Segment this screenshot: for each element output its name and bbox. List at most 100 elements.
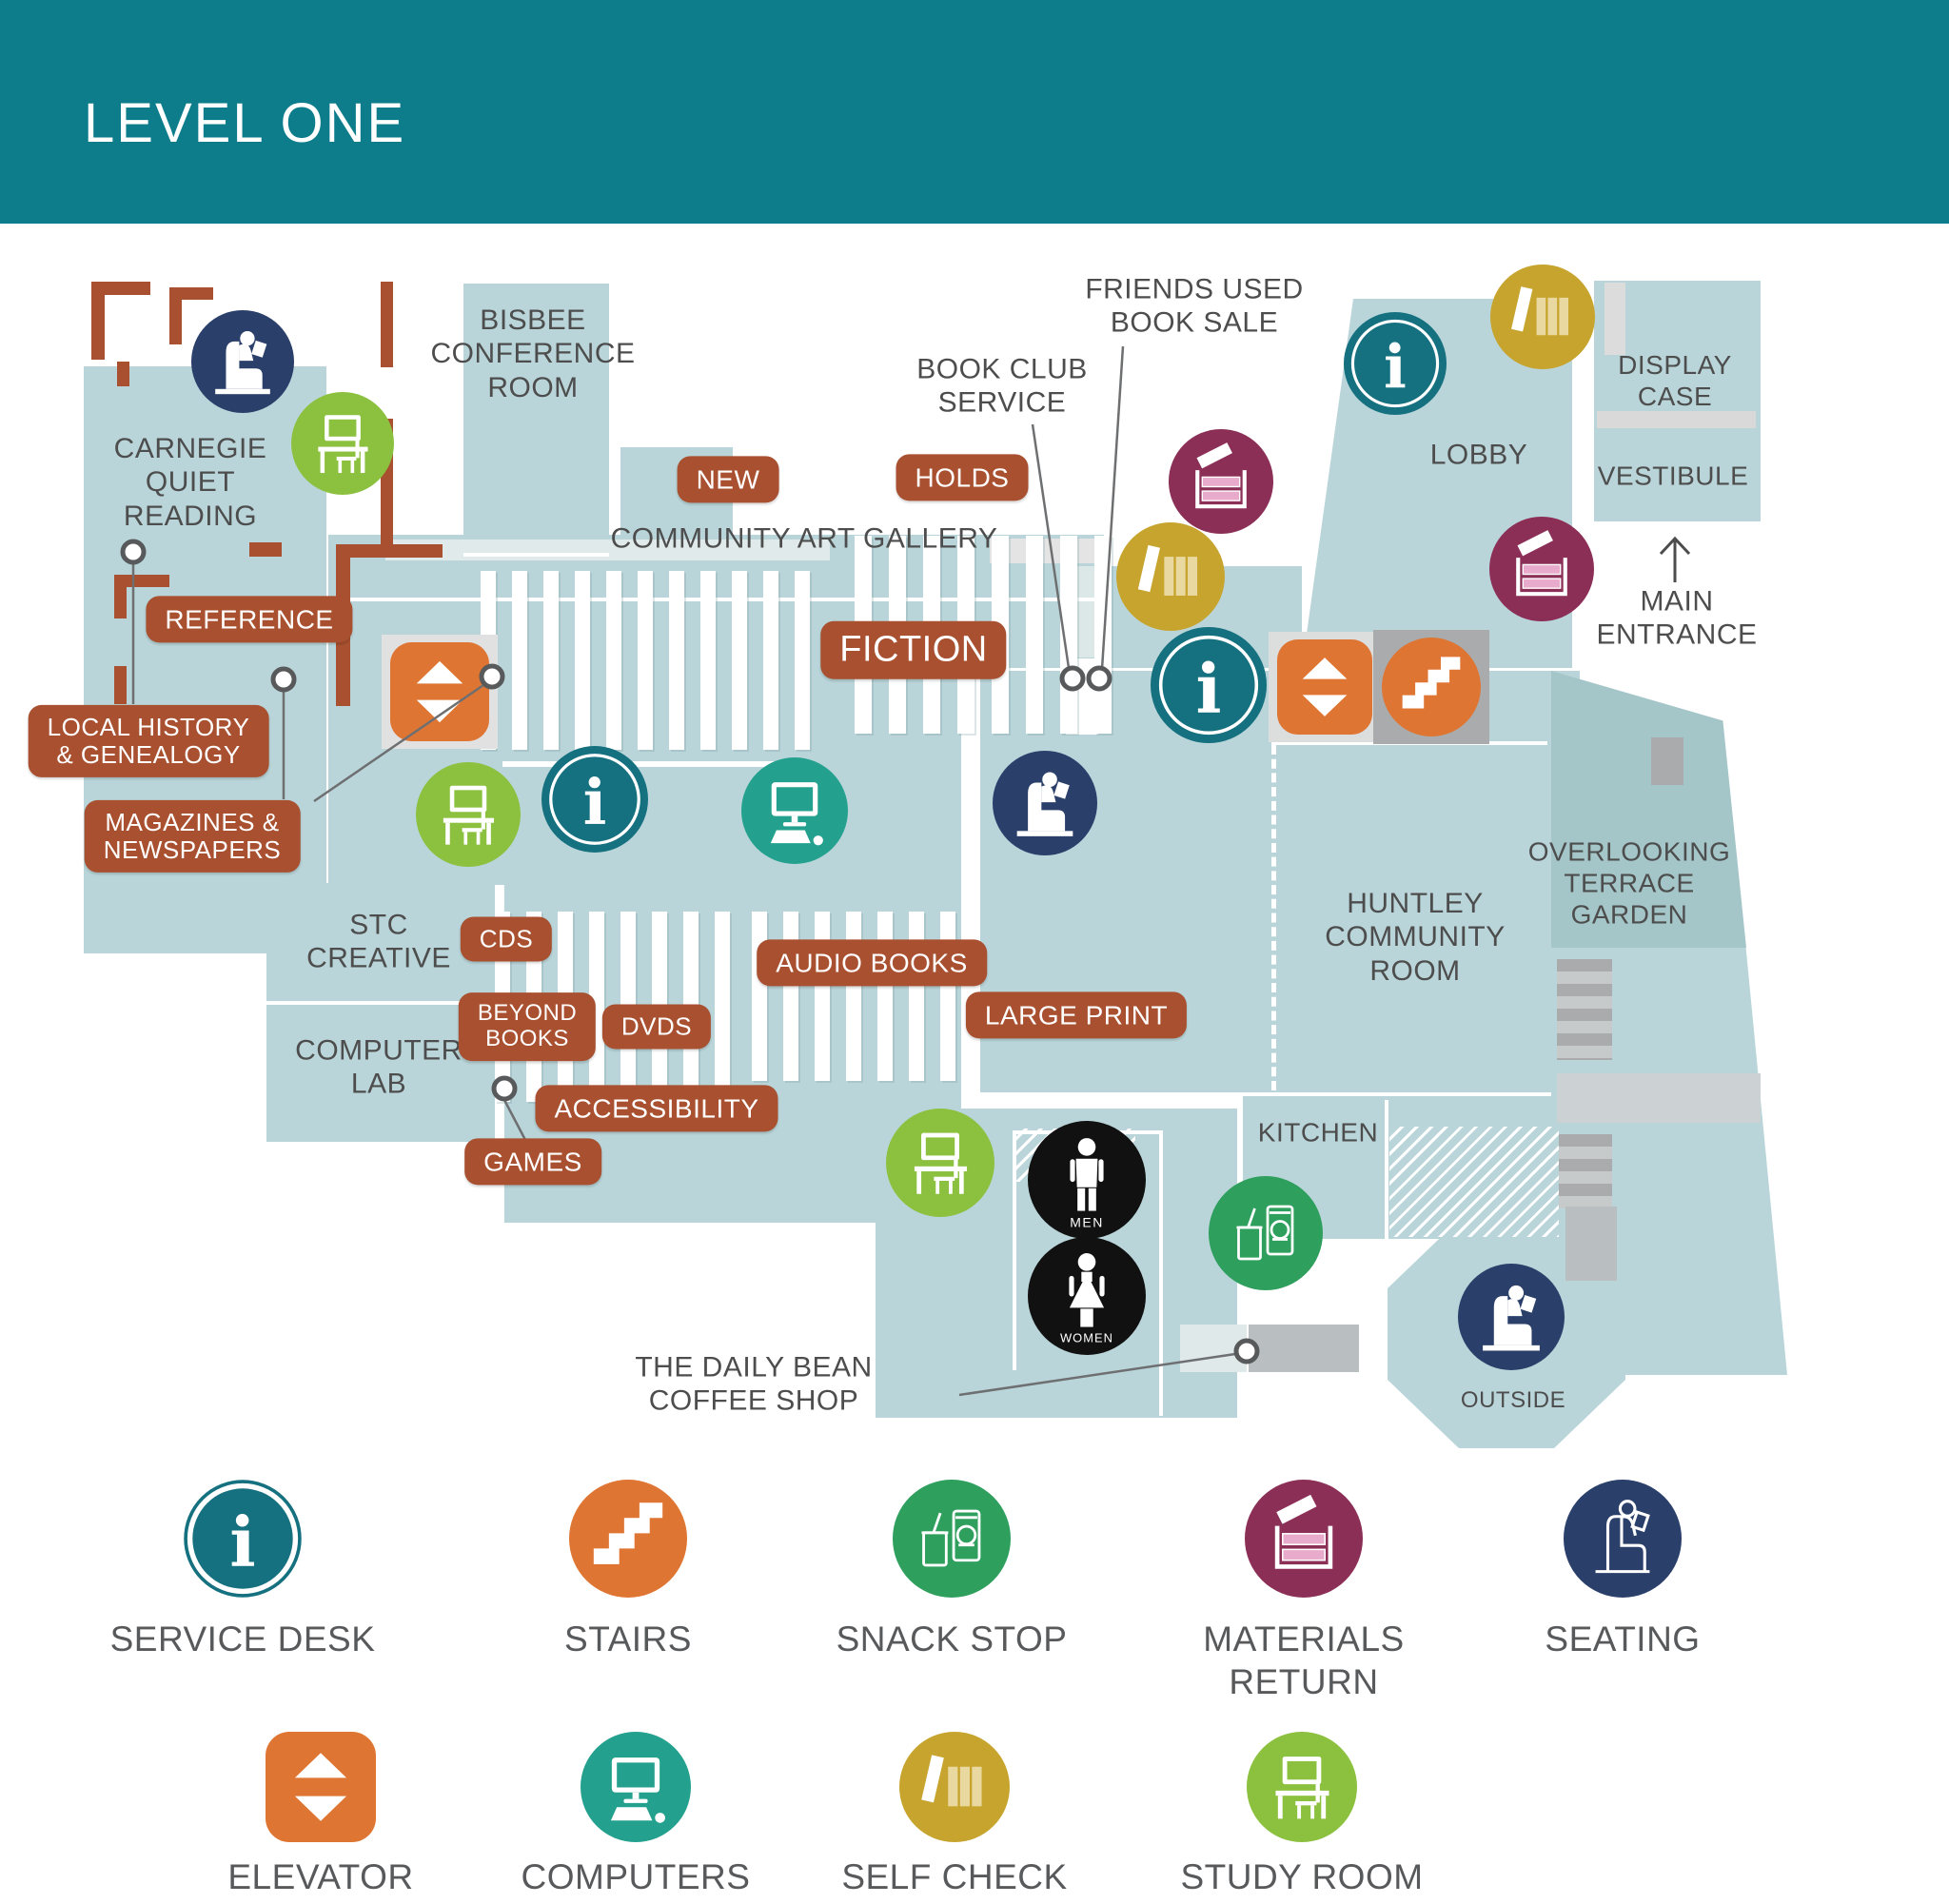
svg-text:i: i [1384, 331, 1407, 402]
legend-snack-stop-icon [893, 1480, 1011, 1598]
page-title: LEVEL ONE [84, 92, 406, 154]
shelf-underline [502, 761, 807, 767]
collection-label-reference: REFERENCE [146, 596, 353, 643]
collection-label-dvds: DVDS [601, 1004, 712, 1050]
legend-label-self-check: SELF CHECK [841, 1857, 1068, 1896]
room-label-community-art-gallery: COMMUNITY ART GALLERY [610, 522, 998, 555]
study-room-icon [886, 1109, 994, 1217]
svg-text:i: i [229, 1502, 255, 1583]
bookshelf-range [606, 571, 621, 750]
legend-label-seating: SEATING [1545, 1619, 1701, 1659]
header-band: LEVEL ONE [0, 0, 1949, 224]
study-room-icon [291, 392, 394, 495]
seating-icon [1458, 1264, 1565, 1370]
legend-label-materials-return: MATERIALS RETURN [1203, 1619, 1405, 1702]
service-desk-icon: i [541, 746, 648, 853]
bookshelf-range [638, 571, 653, 750]
brick-wall-segment [114, 575, 169, 587]
legend-label-service-desk: SERVICE DESK [109, 1619, 376, 1659]
room-label-friends-used-book-sale: FRIENDS USED BOOK SALE [1085, 273, 1304, 339]
garden-gray [1651, 737, 1683, 785]
study-room-icon [416, 762, 521, 867]
terrace-walkway [1557, 1073, 1761, 1123]
room-label-computer-lab: COMPUTER LAB [295, 1034, 463, 1100]
stc-creative-block [266, 883, 495, 1001]
bookshelf-range [732, 571, 747, 750]
materials-return-icon [1169, 429, 1273, 534]
collection-label-beyond-books: BEYOND BOOKS [458, 992, 597, 1061]
collection-label-magazines-newspapers: MAGAZINES & NEWSPAPERS [84, 799, 301, 873]
bookshelf-range [715, 912, 730, 1102]
brick-wall-segment [181, 287, 213, 300]
computers-icon [741, 757, 848, 864]
collection-label-local-history-genealogy: LOCAL HISTORY & GENEALOGY [28, 704, 269, 778]
brick-wall-segment [249, 542, 282, 557]
room-label-main-entrance: MAIN ENTRANCE [1596, 585, 1758, 651]
restroom-wall-l [1013, 1130, 1016, 1370]
legend-label-snack-stop: SNACK STOP [836, 1619, 1068, 1659]
room-label-book-club-service: BOOK CLUB SERVICE [916, 353, 1088, 419]
brick-wall-segment [91, 282, 150, 295]
legend-label-stairs: STAIRS [564, 1619, 692, 1659]
brick-wall-segment [336, 544, 443, 558]
legend-materials-return-icon [1245, 1480, 1363, 1598]
display-vert [1604, 283, 1625, 355]
brick-wall-segment [114, 575, 127, 618]
collection-label-audio-books: AUDIO BOOKS [757, 939, 987, 987]
room-label-overlooking-terrace-garden: OVERLOOKING TERRACE GARDEN [1527, 836, 1731, 930]
collection-label-holds: HOLDS [896, 454, 1029, 501]
brick-wall-segment [117, 362, 129, 386]
room-label-stc-creative: STC CREATIVE [306, 909, 451, 974]
holds-shelf [990, 539, 1104, 563]
bookshelf-range [512, 571, 527, 750]
room-label-daily-bean-coffee-shop: THE DAILY BEAN COFFEE SHOP [635, 1351, 873, 1417]
huntley-partition-wall [1271, 745, 1276, 1090]
room-label-lobby: LOBBY [1429, 439, 1528, 471]
gallery-divider [328, 598, 1107, 601]
self-check-icon [1490, 265, 1595, 369]
bookshelf-range [1026, 536, 1043, 734]
svg-text:i: i [1195, 648, 1221, 728]
stairs-icon [1382, 638, 1481, 736]
legend-seating-icon [1564, 1480, 1682, 1598]
display-case-strip [1597, 411, 1756, 428]
legend-service-desk-icon: i [184, 1480, 302, 1598]
bookshelf-range [669, 571, 684, 750]
restroom-wall-r [1159, 1130, 1163, 1416]
restroom-women-icon: WOMEN [1028, 1237, 1146, 1355]
bookshelf-range [763, 571, 778, 750]
collection-label-accessibility: ACCESSIBILITY [535, 1085, 778, 1132]
pale-vert [1073, 566, 1098, 658]
collection-label-cds: CDS [460, 916, 553, 962]
bookshelf-range [543, 571, 559, 750]
brick-wall-segment [381, 282, 393, 367]
legend-label-computers: COMPUTERS [521, 1857, 751, 1896]
bookshelf-range [575, 571, 590, 750]
svg-text:i: i [583, 767, 607, 839]
brick-wall-segment [114, 666, 127, 704]
svg-text:MEN: MEN [1070, 1215, 1104, 1230]
legend-label-study-room: STUDY ROOM [1180, 1857, 1424, 1896]
snack-stop-icon [1209, 1176, 1323, 1290]
collection-label-fiction: FICTION [820, 620, 1007, 679]
terrace-stairs-lower [1557, 1134, 1612, 1208]
kitchen-hatch [1389, 1127, 1559, 1237]
self-check-icon [1116, 522, 1225, 631]
restroom-men-icon: MEN [1028, 1121, 1146, 1239]
leader-lines [120, 345, 1691, 1397]
bisbee-room [463, 284, 609, 557]
legend-self-check-icon [899, 1732, 1010, 1842]
brick-wall-segment [169, 287, 182, 344]
bookshelf-range [700, 571, 716, 750]
brick-wall-segment [91, 282, 105, 360]
room-label-outside: OUTSIDE [1460, 1386, 1566, 1413]
room-label-display-case: DISPLAY CASE [1618, 349, 1732, 411]
materials-return-icon [1489, 517, 1594, 621]
bookshelf-range [795, 571, 810, 750]
kitchen-inner-wall [1385, 1100, 1388, 1239]
room-label-vestibule: VESTIBULE [1597, 461, 1749, 491]
room-label-huntley-community-room: HUNTLEY COMMUNITY ROOM [1325, 887, 1506, 987]
computer-lab-block [266, 1005, 495, 1142]
terrace-wedge [1565, 1207, 1617, 1281]
collection-label-large-print: LARGE PRINT [965, 991, 1188, 1039]
